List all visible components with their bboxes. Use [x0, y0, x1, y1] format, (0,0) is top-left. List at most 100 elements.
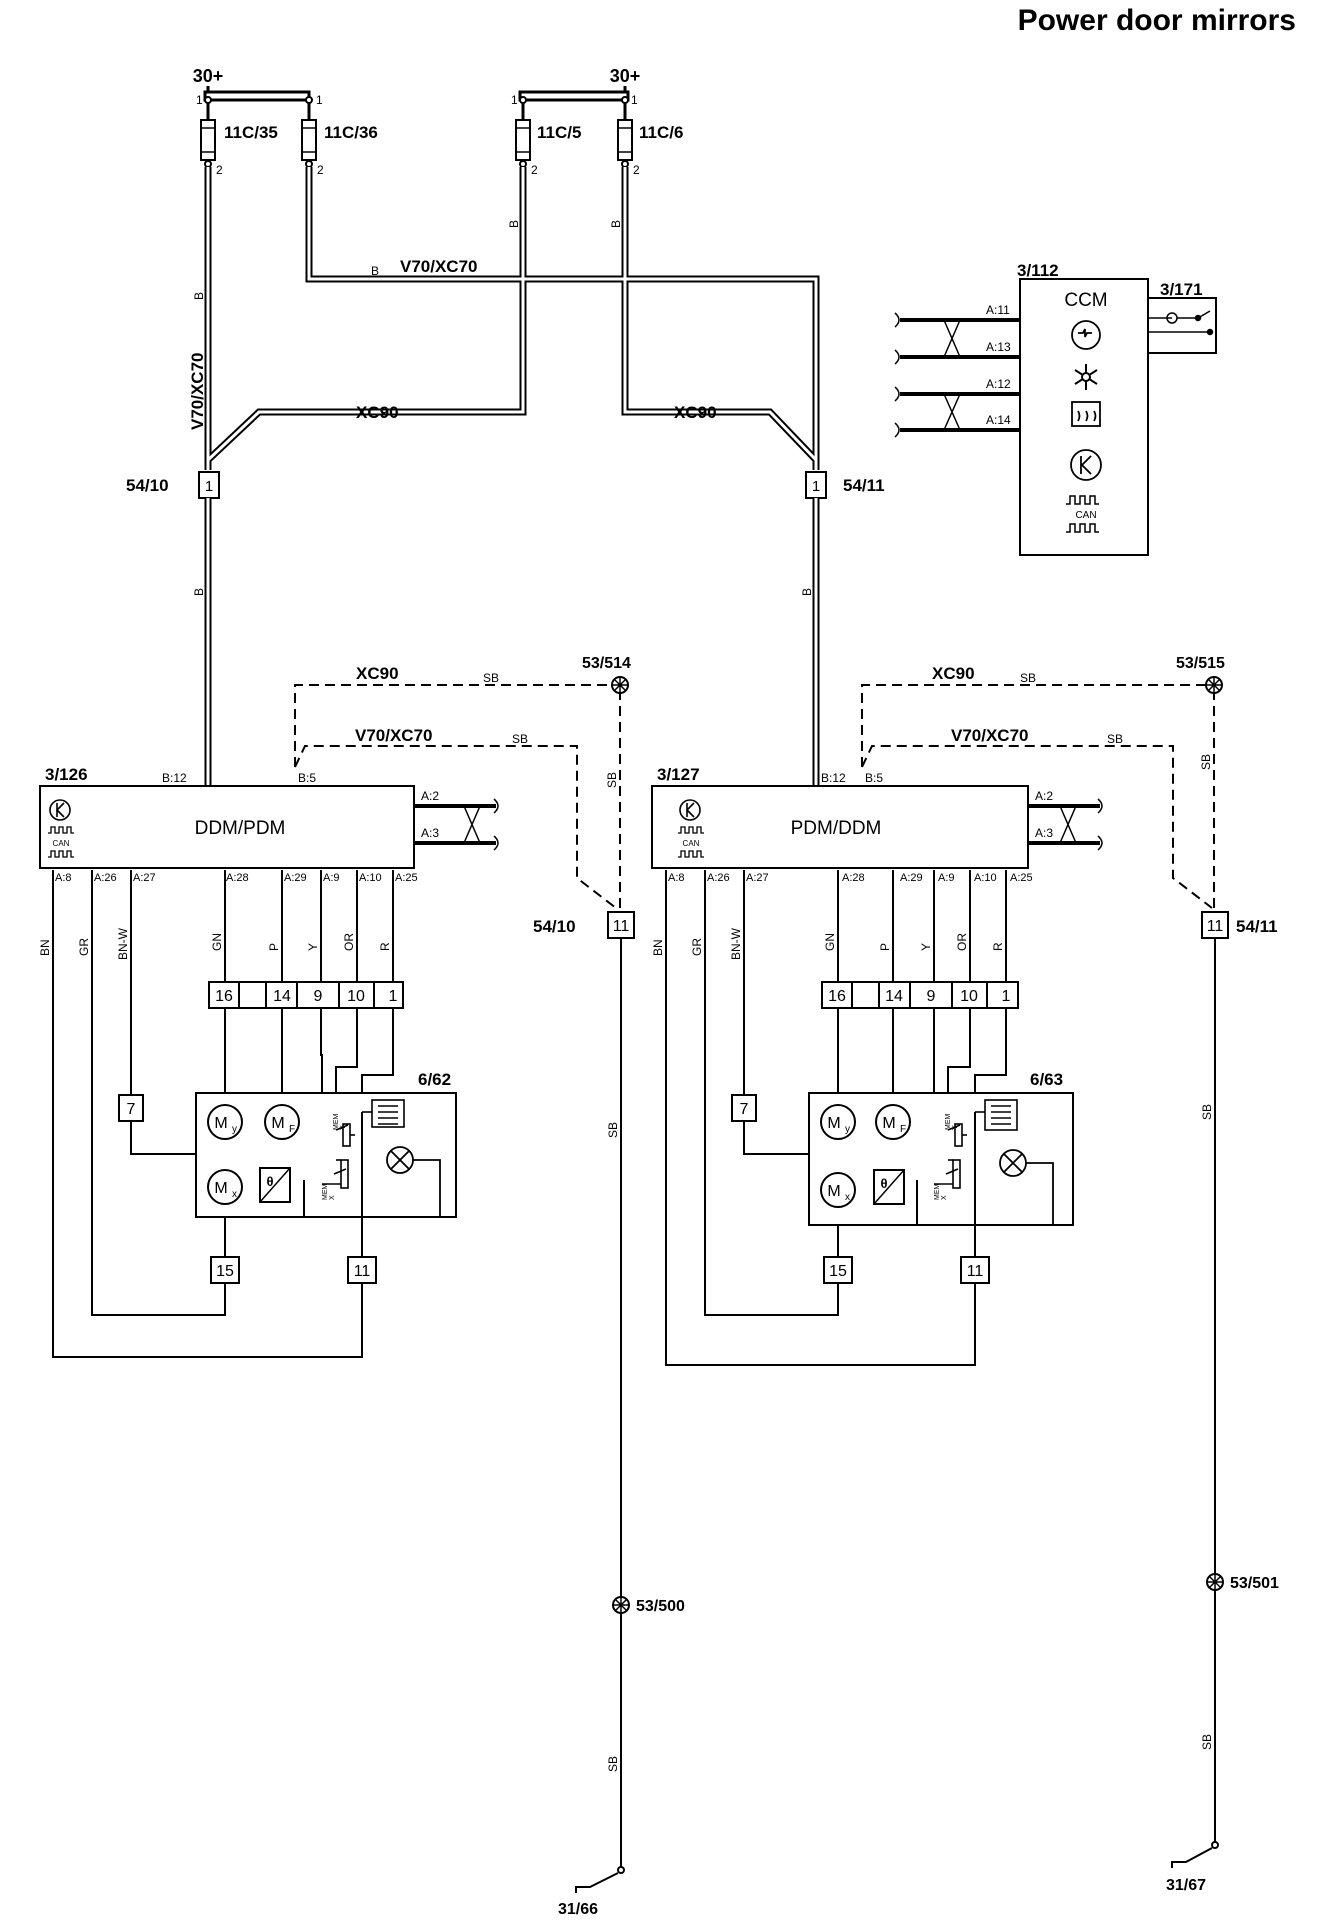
wire-label-b-2: B	[371, 264, 379, 278]
ground-53501-label: 53/501	[1230, 1575, 1279, 1592]
left-lamp-icon	[386, 1146, 441, 1217]
right-theta: θ	[880, 1176, 887, 1191]
right-wire-y: Y	[919, 943, 933, 951]
fuse-11c36: 1 11C/36 2	[301, 93, 378, 177]
left-pin-7: 7	[118, 1094, 144, 1122]
left-block-pin-16: 16	[215, 988, 233, 1005]
right-motor-x-icon: M x	[820, 1172, 856, 1208]
right-ground-connector-label: 54/11	[1236, 917, 1278, 936]
ccm-wire-breaks	[894, 312, 961, 438]
left-ground-sb-2: SB	[606, 1756, 620, 1772]
right-pin-15-label: 15	[829, 1263, 847, 1280]
wire-label-b-6: B	[800, 588, 814, 596]
variant-label-xc90-right: XC90	[674, 403, 717, 422]
left-block-pin-10: 10	[347, 988, 365, 1005]
variant-label-v70-top: V70/XC70	[400, 257, 478, 276]
left-sb-dashed	[294, 684, 621, 912]
right-pin-a29: A:29	[900, 872, 923, 884]
fuse-11c5-pin2: 2	[531, 163, 538, 177]
left-wire-or: OR	[342, 933, 356, 951]
variant-label-v70-vertical: V70/XC70	[188, 353, 207, 431]
right-pin-15: 15	[823, 1256, 853, 1284]
left-wire-r: R	[378, 942, 392, 951]
left-block-pin-1: 1	[389, 988, 398, 1005]
left-wire-y: Y	[306, 943, 320, 951]
left-wire-gr: GR	[77, 938, 91, 956]
right-sb-label-1: SB	[1020, 671, 1036, 685]
left-motor-y-m: M	[214, 1115, 227, 1132]
left-mem-y-label: MEM	[333, 1114, 340, 1131]
left-pin-a10: A:10	[359, 872, 382, 884]
left-pin-11: 11	[347, 1256, 377, 1284]
ccm-ref: 3/112	[1017, 261, 1059, 280]
left-ground-connector-label: 54/10	[533, 917, 576, 936]
right-module-name: PDM/DDM	[791, 818, 882, 839]
left-module-pin-b12: B:12	[162, 771, 187, 785]
left-wire-bnw: BN-W	[116, 927, 130, 960]
right-pin-a8: A:8	[668, 872, 685, 884]
harness-to-modules	[204, 498, 820, 786]
ccm-k-diagnostic-icon	[1070, 449, 1102, 481]
right-motor-y-sub: y	[845, 1124, 850, 1135]
right-mirror-ref: 6/63	[1030, 1070, 1063, 1089]
right-wire-gn: GN	[823, 933, 837, 951]
left-variant-xc90: XC90	[356, 664, 399, 683]
wire-label-b-4: B	[609, 220, 623, 228]
fuse-11c6-pin1: 1	[631, 93, 638, 107]
right-module-pin-a2: A:2	[1035, 789, 1053, 803]
ccm-pin-a13: A:13	[986, 340, 1011, 354]
right-ground-sb-2: SB	[1200, 1734, 1214, 1750]
left-sb-label-3: SB	[605, 772, 619, 788]
left-mem-x-label: MEM	[322, 1184, 329, 1201]
left-wire-labels: BN GR BN-W GN P Y OR R	[38, 927, 392, 960]
wire-label-b-5: B	[192, 588, 206, 596]
right-module-k-icon	[679, 799, 701, 821]
fuse-11c36-pin1: 1	[316, 93, 323, 107]
switch-3171: 3/171	[1147, 280, 1217, 354]
right-sb-label-3: SB	[1199, 754, 1213, 770]
left-motor-y-sub: y	[232, 1124, 237, 1135]
wire-label-b-3: B	[507, 220, 521, 228]
connector-5411-top: 1 54/11	[805, 471, 885, 499]
page-title: Power door mirrors	[1018, 4, 1296, 37]
right-pin-a9: A:9	[938, 872, 955, 884]
left-pin-7-label: 7	[127, 1101, 136, 1118]
fuse-11c6-label: 11C/6	[639, 123, 683, 142]
fuse-11c35-pin1: 1	[196, 93, 203, 107]
right-module-ref: 3/127	[657, 765, 700, 784]
left-pin-15: 15	[210, 1256, 240, 1284]
right-pin-a27: A:27	[746, 872, 769, 884]
left-wire-gn: GN	[210, 933, 224, 951]
ccm-name: CCM	[1064, 290, 1107, 311]
right-mem-y-axis: Y	[952, 1125, 959, 1130]
fuse-11c6-pin2: 2	[633, 163, 640, 177]
right-sb-dashed	[861, 684, 1215, 912]
left-sb-label-2: SB	[512, 732, 528, 746]
left-motor-x-sub: x	[232, 1189, 237, 1200]
left-module-can-wires	[414, 798, 499, 851]
right-module-pin-b5: B:5	[865, 771, 883, 785]
right-variant-xc90: XC90	[932, 664, 975, 683]
left-pin-a26: A:26	[94, 872, 117, 884]
left-mem-x-axis: X	[329, 1195, 336, 1200]
left-door-module: 3/126 B:12 B:5 DDM/PDM CAN A:2 A:3 A:8 A…	[39, 765, 499, 884]
ccm-snowflake-icon	[1074, 364, 1098, 390]
right-pin-a10: A:10	[974, 872, 997, 884]
left-mem-potentiometers	[322, 1123, 355, 1189]
right-temp-sensor-icon: θ	[873, 1169, 905, 1205]
ccm-pin-a14: A:14	[986, 413, 1011, 427]
right-wire-p: P	[878, 943, 892, 951]
right-mem-potentiometers	[934, 1123, 967, 1189]
right-mem-x-axis: X	[941, 1195, 948, 1200]
left-motor-f-sub: F	[289, 1124, 295, 1135]
supply-left: 30+	[193, 66, 313, 120]
left-module-bottom-pins: A:8 A:26 A:27 A:28 A:29 A:9 A:10 A:25	[55, 872, 418, 884]
right-mem-x-label: MEM	[934, 1184, 941, 1201]
right-wire-or: OR	[955, 933, 969, 951]
ccm-clock-icon	[1071, 320, 1101, 350]
left-ground-connector-pin: 11	[613, 918, 630, 935]
right-block-pin-14: 14	[885, 988, 903, 1005]
right-pin-7: 7	[731, 1094, 757, 1122]
top-harness	[204, 167, 820, 470]
